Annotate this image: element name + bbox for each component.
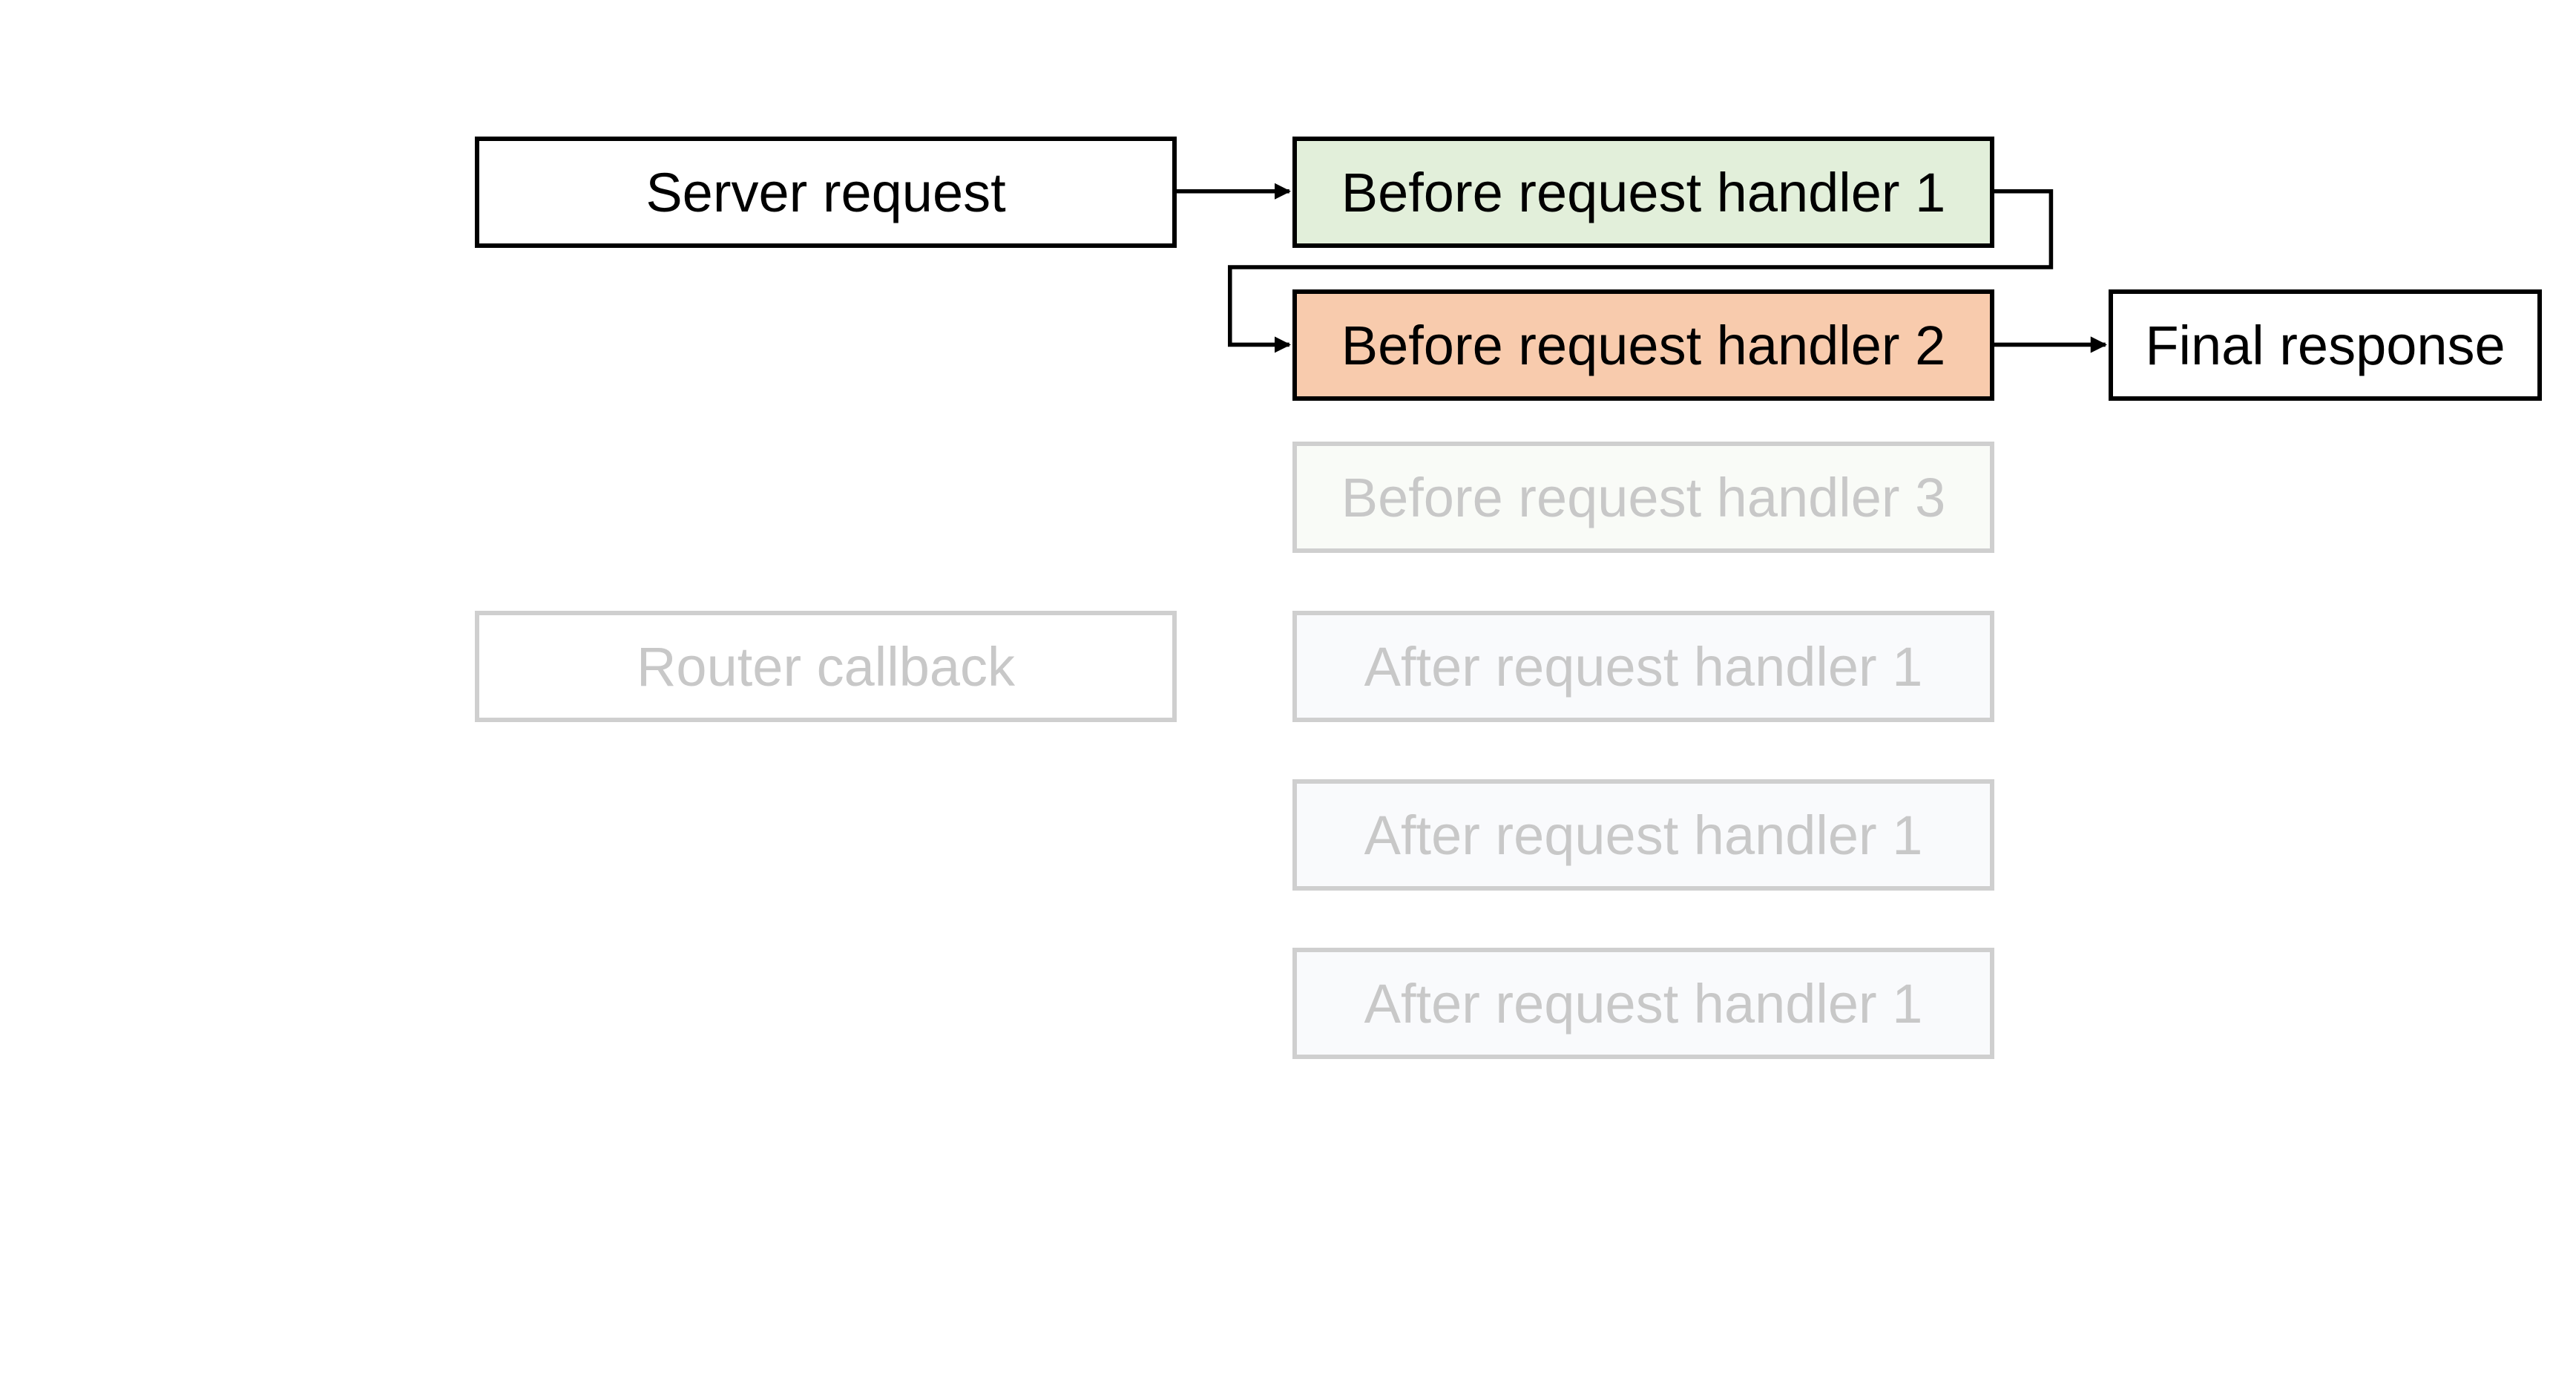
before-request-handler-1-label: Before request handler 1: [1341, 161, 1946, 223]
after-request-handler-box-1: After request handler 1: [1292, 611, 1994, 722]
server-request-label: Server request: [645, 161, 1006, 223]
after-request-handler-label-2: After request handler 1: [1364, 804, 1923, 866]
before-request-handler-2-label: Before request handler 2: [1341, 314, 1946, 376]
after-request-handler-label-1: After request handler 1: [1364, 635, 1923, 698]
arrow-before-1-to-before-2: [1227, 189, 2054, 353]
final-response-box: Final response: [2109, 289, 2542, 401]
final-response-label: Final response: [2145, 314, 2506, 376]
after-request-handler-box-3: After request handler 1: [1292, 948, 1994, 1059]
router-callback-label: Router callback: [636, 635, 1015, 698]
before-request-handler-3-box: Before request handler 3: [1292, 442, 1994, 553]
after-request-handler-label-3: After request handler 1: [1364, 972, 1923, 1035]
before-request-handler-2-box: Before request handler 2: [1292, 289, 1994, 401]
router-callback-box: Router callback: [475, 611, 1177, 722]
before-request-handler-1-box: Before request handler 1: [1292, 137, 1994, 248]
after-request-handler-box-2: After request handler 1: [1292, 779, 1994, 891]
before-request-handler-3-label: Before request handler 3: [1341, 466, 1946, 528]
server-request-box: Server request: [475, 137, 1177, 248]
